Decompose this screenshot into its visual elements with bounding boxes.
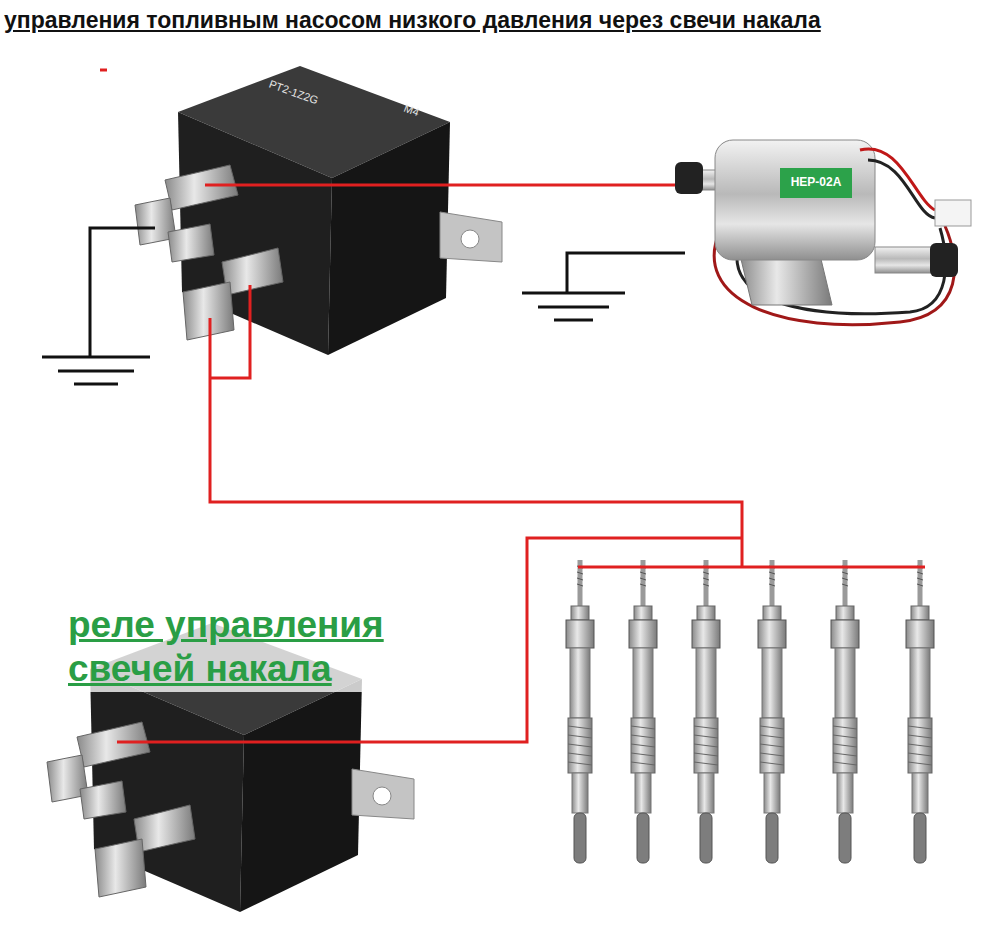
title: управления топливным насосом низкого дав… <box>4 0 919 40</box>
pump-marking: HEP-02A <box>784 175 848 189</box>
red-underline <box>100 69 107 72</box>
relay-label: реле управления свечей накала <box>64 603 462 692</box>
glow-plugs <box>566 560 934 863</box>
ground-wires <box>42 228 685 384</box>
relay-top <box>135 66 502 355</box>
fuel-pump <box>675 140 971 325</box>
